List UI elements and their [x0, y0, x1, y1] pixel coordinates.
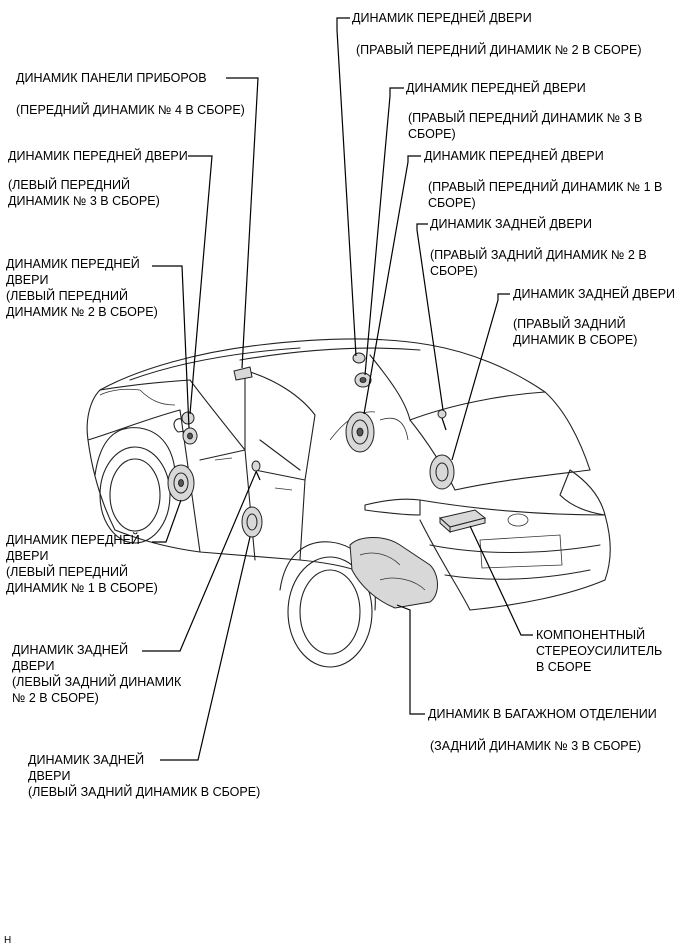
- label-front-door-r3-sub: (ПРАВЫЙ ПЕРЕДНИЙ ДИНАМИК № 3 В СБОРЕ): [408, 111, 643, 141]
- front-door-r2-speaker-icon: [352, 352, 366, 364]
- rear-door-l2-speaker-icon: [251, 460, 261, 472]
- label-amplifier: КОМПОНЕНТНЫЙ СТЕРЕОУСИЛИТЕЛЬ В СБОРЕ: [536, 628, 663, 674]
- instrument-panel-speaker-icon: [233, 366, 253, 381]
- label-rear-door-r2-title: ДИНАМИК ЗАДНЕЙ ДВЕРИ: [430, 217, 593, 231]
- rear-door-r2-speaker-icon: [437, 409, 447, 419]
- label-front-door-r2-title: ДИНАМИК ПЕРЕДНЕЙ ДВЕРИ: [352, 11, 532, 25]
- luggage-speaker-icon: [349, 537, 438, 609]
- label-front-door-l3-title: ДИНАМИК ПЕРЕДНЕЙ ДВЕРИ: [8, 149, 188, 163]
- figure-code: H: [4, 935, 12, 946]
- label-front-door-r2-sub: (ПРАВЫЙ ПЕРЕДНИЙ ДИНАМИК № 2 В СБОРЕ): [356, 43, 642, 57]
- vehicle-outline: [86, 338, 611, 668]
- label-front-door-l3-sub: (ЛЕВЫЙ ПЕРЕДНИЙ ДИНАМИК № 3 В СБОРЕ): [8, 178, 160, 208]
- label-front-door-l2: ДИНАМИК ПЕРЕДНЕЙ ДВЕРИ (ЛЕВЫЙ ПЕРЕДНИЙ Д…: [6, 257, 158, 319]
- label-rear-door-r-sub: (ПРАВЫЙ ЗАДНИЙ ДИНАМИК В СБОРЕ): [513, 317, 638, 347]
- leader-lines: [142, 17, 533, 761]
- label-rear-door-r-title: ДИНАМИК ЗАДНЕЙ ДВЕРИ: [513, 287, 676, 301]
- label-front-door-r1-sub: (ПРАВЫЙ ПЕРЕДНИЙ ДИНАМИК № 1 В СБОРЕ): [428, 180, 663, 210]
- label-luggage-title: ДИНАМИК В БАГАЖНОМ ОТДЕЛЕНИИ: [428, 707, 657, 721]
- speaker-parts: [167, 352, 487, 609]
- label-instrument-panel-sub: (ПЕРЕДНИЙ ДИНАМИК № 4 В СБОРЕ): [16, 103, 245, 117]
- label-front-door-r1-title: ДИНАМИК ПЕРЕДНЕЙ ДВЕРИ: [424, 149, 604, 163]
- label-rear-door-l2: ДИНАМИК ЗАДНЕЙ ДВЕРИ (ЛЕВЫЙ ЗАДНИЙ ДИНАМ…: [12, 643, 182, 705]
- label-rear-door-l: ДИНАМИК ЗАДНЕЙ ДВЕРИ (ЛЕВЫЙ ЗАДНИЙ ДИНАМ…: [28, 753, 261, 799]
- label-instrument-panel-title: ДИНАМИК ПАНЕЛИ ПРИБОРОВ: [16, 71, 207, 85]
- label-front-door-l1: ДИНАМИК ПЕРЕДНЕЙ ДВЕРИ (ЛЕВЫЙ ПЕРЕДНИЙ Д…: [6, 533, 158, 595]
- label-rear-door-r2-sub: (ПРАВЫЙ ЗАДНИЙ ДИНАМИК № 2 В СБОРЕ): [430, 248, 647, 278]
- label-front-door-r3-title: ДИНАМИК ПЕРЕДНЕЙ ДВЕРИ: [406, 81, 586, 95]
- label-luggage-sub: (ЗАДНИЙ ДИНАМИК № 3 В СБОРЕ): [430, 739, 642, 753]
